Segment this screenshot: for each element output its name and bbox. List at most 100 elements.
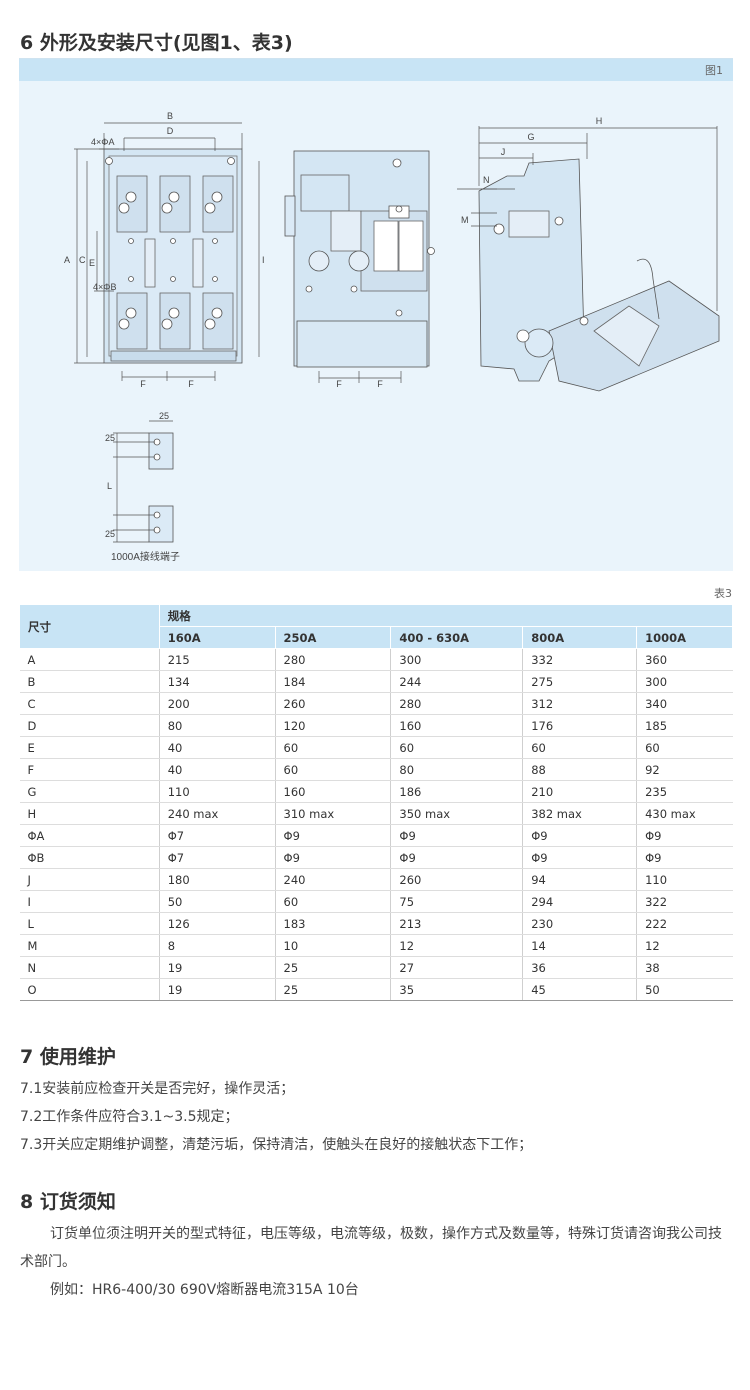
table-cell: 27 (390, 956, 524, 979)
table-cell: 160 (275, 780, 392, 803)
table-cell: 185 (636, 714, 733, 737)
dim-A: A (64, 255, 70, 265)
front-view: B D 4×ΦA A C E 4×ΦB I F F (64, 111, 265, 389)
dim-N: N (483, 175, 490, 185)
table-cell: 240 (275, 868, 392, 891)
dim-F-left: F (140, 379, 146, 389)
table-cell: Φ9 (522, 846, 638, 869)
table-cell: 10 (275, 934, 392, 957)
row-label: G (19, 780, 160, 803)
table-cell: 60 (390, 736, 524, 759)
section-8-title: 8 订货须知 (20, 1191, 116, 1213)
profile-view: H G J N M (457, 116, 720, 392)
table-cell: Φ9 (522, 824, 638, 847)
dim-phiA: 4×ΦA (91, 137, 114, 147)
figure-label: 图1 (705, 64, 723, 77)
table-cell: 35 (390, 978, 524, 1001)
row-label: I (19, 890, 160, 913)
table-cell: 350 max (390, 802, 524, 825)
maintenance-item: 7.1安装前应检查开关是否完好，操作灵活； (20, 1081, 295, 1097)
size-header: 尺寸 (19, 604, 160, 649)
table-cell: 180 (159, 868, 276, 891)
table-cell: 8 (159, 934, 276, 957)
table-cell: 184 (275, 670, 392, 693)
dim-F-right: F (188, 379, 194, 389)
spec-header: 规格 (158, 604, 734, 627)
maintenance-item: 7.3开关应定期维护调整，清楚污垢，保持清洁，使触头在良好的接触状态下工作； (20, 1137, 533, 1153)
terminal-detail: 25 25 L 25 1000A接线端子 (105, 411, 180, 563)
table-cell: 160 (390, 714, 524, 737)
dimension-drawing: B D 4×ΦA A C E 4×ΦB I F F (64, 111, 720, 563)
table-cell: 275 (522, 670, 638, 693)
table-cell: 176 (522, 714, 638, 737)
row-label: L (19, 912, 160, 935)
column-header: 800A (522, 626, 638, 649)
table-cell: 280 (275, 648, 392, 671)
table-cell: 280 (390, 692, 524, 715)
column-header: 1000A (636, 626, 733, 649)
table-cell: 312 (522, 692, 638, 715)
table-cell: 80 (390, 758, 524, 781)
table-cell: 300 (390, 648, 524, 671)
table-cell: 60 (275, 758, 392, 781)
table-cell: 50 (636, 978, 733, 1001)
row-label: E (19, 736, 160, 759)
table-cell: 40 (159, 736, 276, 759)
table-cell: Φ9 (275, 846, 392, 869)
column-header: 250A (274, 626, 392, 649)
table-cell: 322 (636, 890, 733, 913)
terminal-dim-lower: 25 (105, 529, 115, 539)
figure-1: 图1 (19, 58, 733, 571)
row-label: N (19, 956, 160, 979)
table-cell: 45 (522, 978, 638, 1001)
dim-phiB: 4×ΦB (93, 282, 116, 292)
table-cell: 80 (159, 714, 276, 737)
row-label: A (19, 648, 160, 671)
row-label: H (19, 802, 160, 825)
table-cell: 213 (390, 912, 524, 935)
table-cell: 200 (159, 692, 276, 715)
row-label: O (19, 978, 160, 1001)
section-7-items: 7.1安装前应检查开关是否完好，操作灵活；7.2工作条件应符合3.1~3.5规定… (20, 1075, 532, 1159)
table-cell: 60 (636, 736, 733, 759)
table-cell: 294 (522, 890, 638, 913)
table-cell: 60 (522, 736, 638, 759)
order-paragraph: 订货单位须注明开关的型式特征，电压等级，电流等级，极数，操作方式及数量等，特殊订… (20, 1226, 722, 1270)
terminal-caption: 1000A接线端子 (111, 550, 180, 563)
table-cell: 120 (275, 714, 392, 737)
table-cell: 332 (522, 648, 638, 671)
figure-header: 图1 (19, 59, 733, 81)
table-cell: 244 (390, 670, 524, 693)
terminal-dim-top-width: 25 (159, 411, 169, 421)
table-cell: 50 (159, 890, 276, 913)
dim-D: D (167, 126, 174, 136)
table-cell: 430 max (636, 802, 733, 825)
table-cell: 235 (636, 780, 733, 803)
table-label: 表3 (714, 587, 732, 600)
column-header: 400 - 630A (390, 626, 524, 649)
table-cell: 92 (636, 758, 733, 781)
side-view: F F (284, 150, 435, 389)
dim-C: C (79, 255, 86, 265)
row-label: F (19, 758, 160, 781)
section-7: 7 使用维护 7.1安装前应检查开关是否完好，操作灵活；7.2工作条件应符合3.… (20, 1042, 532, 1159)
table-cell: 310 max (275, 802, 392, 825)
table-cell: Φ7 (159, 846, 276, 869)
row-label: M (19, 934, 160, 957)
dim-G: G (527, 132, 534, 142)
row-label: D (19, 714, 160, 737)
order-example: 例如：HR6-400/30 690V熔断器电流315A 10台 (50, 1282, 359, 1298)
dim-I: I (262, 255, 265, 265)
terminal-dim-upper: 25 (105, 433, 115, 443)
